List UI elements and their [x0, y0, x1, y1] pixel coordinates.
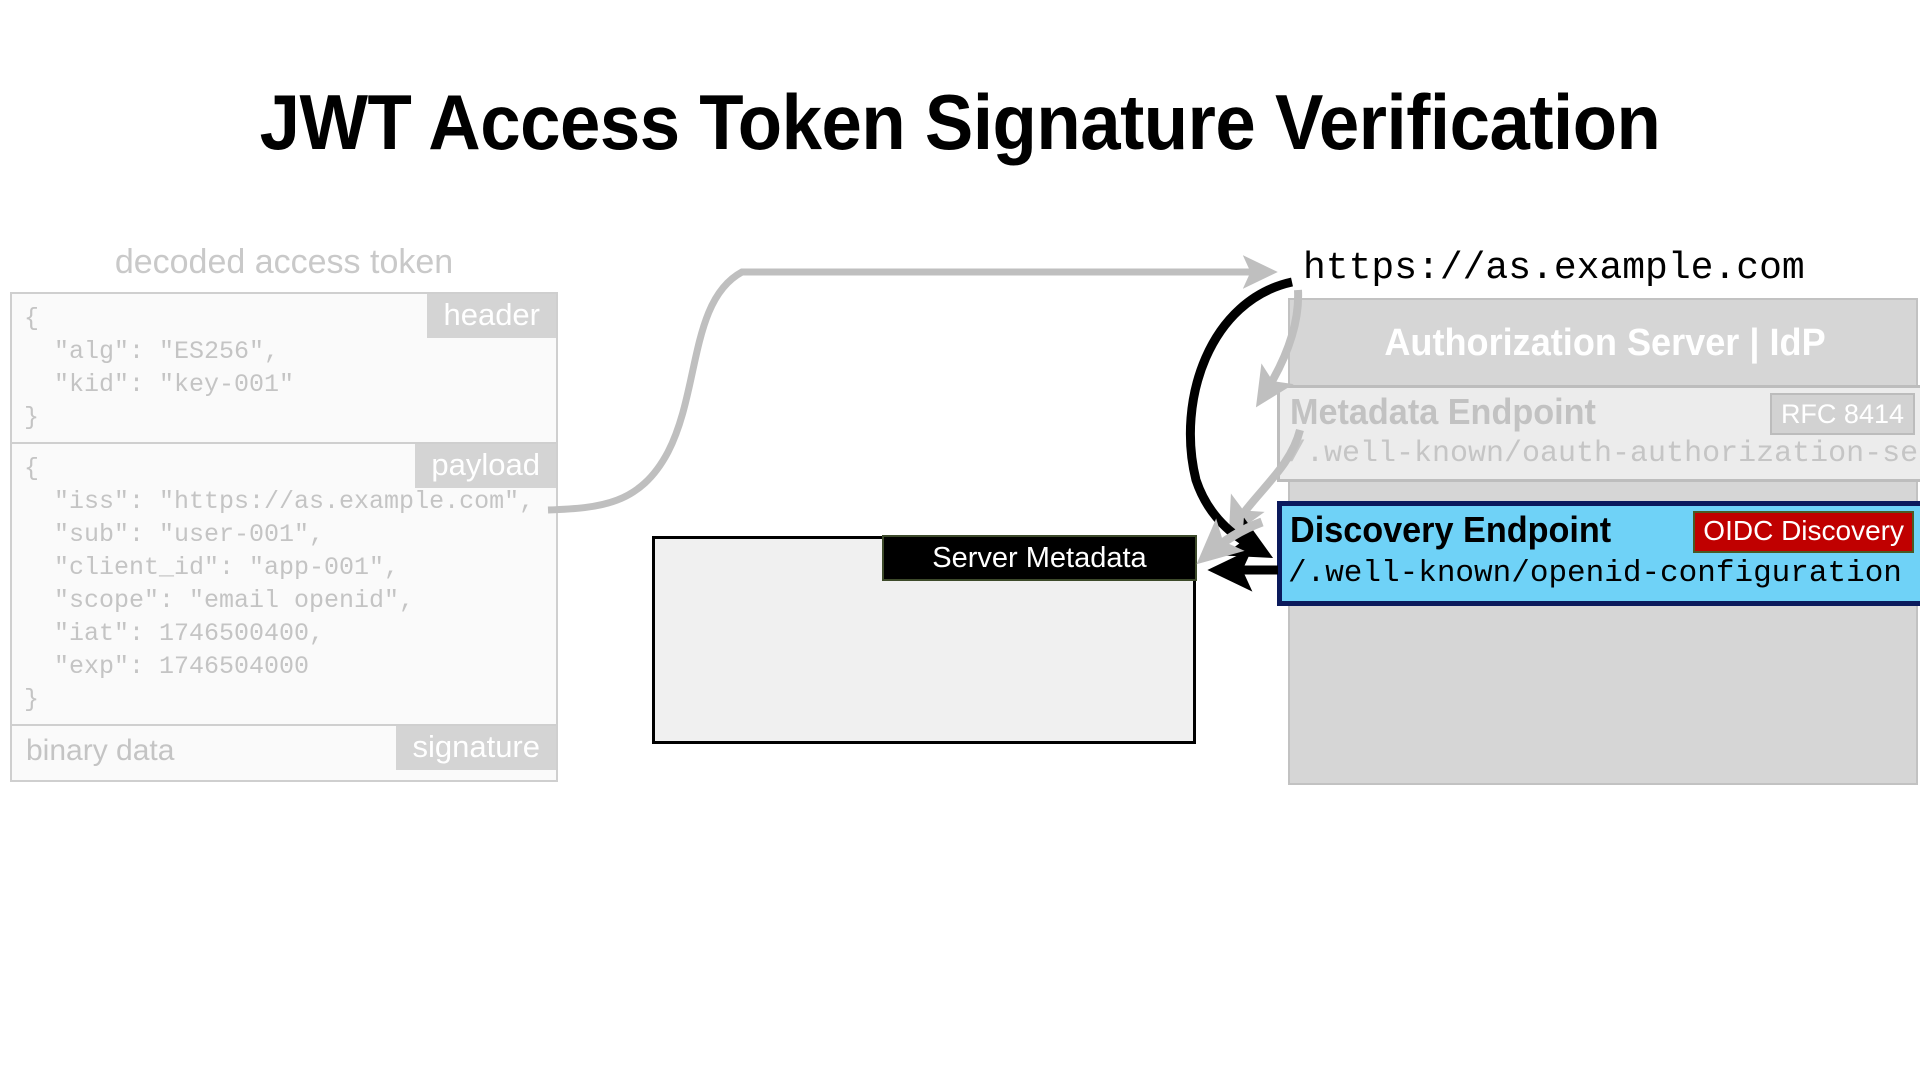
oidc-discovery-badge: OIDC Discovery — [1693, 511, 1914, 553]
authorization-server-title: Authorization Server | IdP — [1384, 322, 1826, 364]
token-header-code: { "alg": "ES256", "kid": "key-001" } — [24, 304, 295, 432]
discovery-endpoint-path: /.well-known/openid-configuration — [1288, 556, 1902, 591]
server-metadata-tab: Server Metadata — [882, 535, 1197, 581]
issuer-url-label: https://as.example.com — [1303, 247, 1805, 290]
token-signature-section: binary data signature — [10, 726, 558, 782]
discovery-endpoint-title: Discovery Endpoint — [1290, 509, 1612, 550]
decoded-token-caption: decoded access token — [114, 243, 454, 281]
discovery-endpoint-box[interactable]: Discovery Endpoint OIDC Discovery /.well… — [1277, 501, 1920, 606]
token-signature-body-label: binary data — [26, 734, 175, 767]
token-signature-chip: signature — [396, 726, 556, 770]
token-payload-chip: payload — [415, 444, 556, 488]
arrow-endpoint-to-server-metadata-gray — [1196, 517, 1264, 565]
rfc-8414-badge: RFC 8414 — [1769, 393, 1915, 435]
token-payload-code: { "iss": "https://as.example.com", "sub"… — [24, 454, 535, 714]
token-payload-section: { "iss": "https://as.example.com", "sub"… — [10, 444, 558, 726]
token-header-chip: header — [427, 294, 556, 338]
arrow-iss-to-issuer-url — [547, 255, 1278, 514]
page-title: JWT Access Token Signature Verification — [259, 78, 1661, 166]
decoded-token-panel: { "alg": "ES256", "kid": "key-001" } hea… — [10, 292, 558, 782]
metadata-endpoint-title: Metadata Endpoint — [1290, 391, 1596, 432]
metadata-endpoint-box[interactable]: Metadata Endpoint RFC 8414 /.well-known/… — [1277, 385, 1920, 482]
token-header-section: { "alg": "ES256", "kid": "key-001" } hea… — [10, 292, 558, 444]
metadata-endpoint-path: /.well-known/oauth-authorization-server — [1288, 437, 1920, 471]
